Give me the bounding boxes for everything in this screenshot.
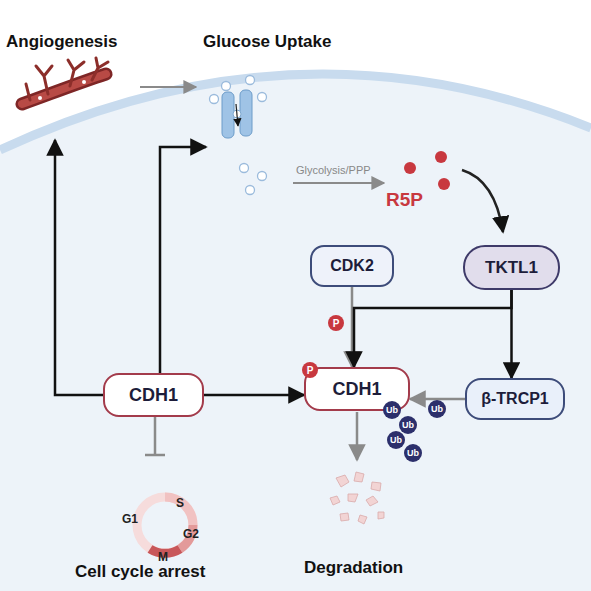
phospho-mark: P — [302, 362, 318, 378]
phase-label: G1 — [122, 512, 138, 526]
ubiquitin-mark: Ub — [383, 401, 401, 419]
phase-label: G2 — [183, 527, 199, 541]
illustration-title: Glucose Uptake — [203, 32, 332, 52]
glycolysis-arrow — [293, 182, 384, 184]
ubiquitin-mark: Ub — [404, 444, 422, 462]
angiogenesis-arrow — [55, 140, 103, 395]
ubiquitin-mark: Ub — [387, 431, 405, 449]
glucose-transporter — [222, 90, 252, 138]
cell-membrane — [0, 74, 591, 150]
angiogenesis-to-uptake-arrow — [140, 86, 196, 88]
ubiquitin-mark: Ub — [399, 416, 417, 434]
protein-box: CDH1 — [103, 373, 204, 417]
protein-name: TKTL1 — [485, 258, 538, 278]
illustration-title: Angiogenesis — [6, 32, 117, 52]
modification-mark: P — [328, 315, 344, 331]
r5p-molecules — [404, 151, 450, 190]
glucose-uptake-arrow — [160, 147, 206, 373]
inhibition-line — [145, 417, 165, 455]
protein-name: CDK2 — [330, 257, 374, 275]
modification-mark: Ub — [428, 400, 446, 418]
blood-vessel — [22, 58, 108, 104]
phase-label: M — [158, 550, 168, 564]
metabolite-name: R5P — [386, 189, 423, 211]
protein-box: β-TRCP1 — [465, 378, 565, 420]
cell-cycle-ring — [137, 497, 193, 553]
protein-name: CDH1 — [129, 385, 178, 406]
outcome-label: Degradation — [304, 558, 403, 578]
arrow-connector — [204, 394, 304, 397]
protein-box: CDK2 — [310, 245, 394, 287]
arrow-connector — [354, 290, 512, 367]
pathway-name: Glycolysis/PPP — [296, 164, 371, 176]
protein-name: β-TRCP1 — [481, 390, 549, 408]
degradation-arrow — [356, 412, 359, 460]
protein-name: CDH1 — [332, 379, 381, 400]
protein-box: TKTL1 — [463, 245, 560, 290]
protein-fragments — [330, 472, 384, 524]
phase-label: S — [176, 496, 184, 510]
outcome-label: Cell cycle arrest — [75, 562, 205, 582]
r5p-binding-arrow — [462, 170, 503, 232]
glucose-molecules — [210, 76, 267, 195]
arrow-connector — [510, 290, 513, 378]
cell-interior — [0, 74, 591, 591]
